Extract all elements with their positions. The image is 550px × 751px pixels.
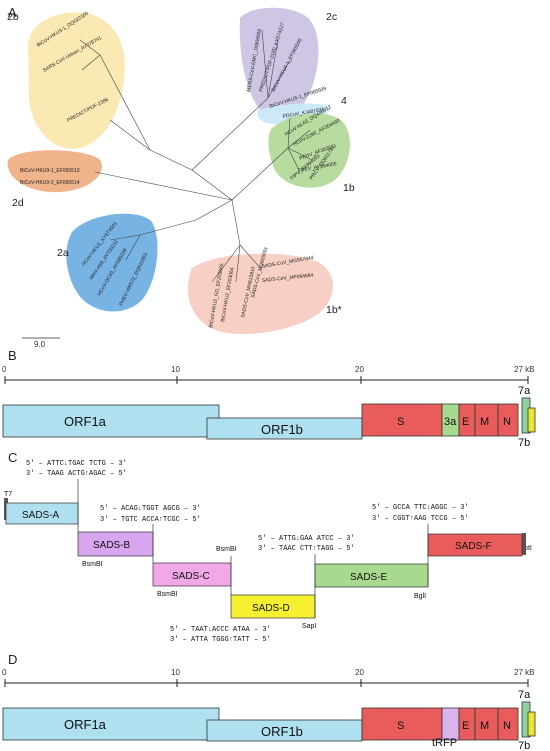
fragment-sads-e-label: SADS-E xyxy=(350,572,388,583)
gene-d-trfp xyxy=(441,707,460,741)
leaf-label: BtCoV-HKU9-1_EF065513 xyxy=(20,168,80,174)
junction-ef-top: 5′ – GCCA TTC↓AGGC – 3′ xyxy=(372,504,469,512)
t7-label: T7 xyxy=(4,491,12,498)
gene-d-trfp-label: tRFP xyxy=(432,737,457,749)
gene-d-e-label: E xyxy=(462,720,469,732)
clade-2c-shade xyxy=(239,7,319,119)
genome-d-axis xyxy=(4,679,529,687)
clade-4-shade xyxy=(257,103,331,125)
fragment-sads-b xyxy=(77,531,154,557)
leaf-label: BtCoV-HKU9-2_EF065514 xyxy=(20,180,80,186)
genome-d-tick-10: 10 xyxy=(171,668,180,677)
clade-2d-shade xyxy=(7,150,103,193)
leaf-label: SADS-CoV_MF094684 xyxy=(262,273,314,284)
gene-orf1a-label: ORF1a xyxy=(64,414,107,429)
gene-d-orf1a-label: ORF1a xyxy=(64,717,107,732)
gene-n xyxy=(497,403,519,437)
genome-b-tick-27: 27 kB xyxy=(514,365,534,374)
gene-d-orf1b-label: ORF1b xyxy=(261,724,303,739)
junction-ab-bottom: 3′ – TAAG ACTG↑AGAC – 5′ xyxy=(26,470,127,478)
genome-b-tick-20: 20 xyxy=(355,365,364,374)
fragment-sads-a-label: SADS-A xyxy=(22,510,60,521)
fragment-sads-c-label: SADS-C xyxy=(172,571,210,582)
junction-bc-bottom: 3′ – TGTC ACCA↑TCGC – 5′ xyxy=(100,516,201,524)
enzyme-bsmbi-b: BsmBI xyxy=(82,561,103,568)
gene-d-7b xyxy=(527,711,536,737)
gene-7a-label: 7a xyxy=(518,385,531,397)
clade-2a-shade xyxy=(66,213,158,312)
panel-a-label: A xyxy=(8,5,17,20)
fragment-sads-b-label: SADS-B xyxy=(93,540,131,551)
clade-1b-label: 1b xyxy=(343,182,355,194)
gene-orf1a xyxy=(2,404,220,438)
gene-e-label: E xyxy=(462,416,469,428)
clade-2c-label: 2c xyxy=(326,11,337,23)
clade-1bstar-label: 1b* xyxy=(326,304,342,316)
genome-b-tick-10: 10 xyxy=(171,365,180,374)
gene-s-label: S xyxy=(397,416,404,428)
fragment-sads-f-label: SADS-F xyxy=(455,541,492,552)
enzyme-bsmbi-c: BsmBI xyxy=(157,591,178,598)
genome-d-tick-27: 27 kB xyxy=(514,668,534,677)
fragment-sads-d-label: SADS-D xyxy=(252,603,290,614)
gene-orf1b-label: ORF1b xyxy=(261,422,303,437)
gene-d-7a-label: 7a xyxy=(518,689,531,701)
gene-7b xyxy=(527,407,536,433)
clade-1bstar-shade xyxy=(187,253,334,334)
gene-d-m-label: M xyxy=(480,720,489,732)
junction-de-bottom: 3′ – TAAC CTT↑TAGG – 5′ xyxy=(258,545,355,553)
gene-d-orf1a xyxy=(2,707,220,741)
enzyme-sapi: SapI xyxy=(302,623,316,630)
noti-marker xyxy=(522,533,526,555)
clade-2b-shade xyxy=(27,12,125,149)
clade-2a-label: 2a xyxy=(57,247,69,259)
gene-n-label: N xyxy=(503,416,511,428)
tree-branches xyxy=(79,29,313,283)
gene-d-n xyxy=(497,707,519,741)
junction-cd-bottom: 3′ – ATTA TGGG↑TATT – 5′ xyxy=(170,636,271,644)
gene-d-s-label: S xyxy=(397,720,404,732)
gene-d-n-label: N xyxy=(503,720,511,732)
genome-b-tick-0: 0 xyxy=(2,365,7,374)
junction-ef-bottom: 3′ – CGGT↑AAG TCCG – 5′ xyxy=(372,515,469,523)
enzyme-bgll: BglI xyxy=(414,593,426,600)
junction-lines xyxy=(77,479,429,618)
gene-d-s xyxy=(361,707,443,741)
gene-m-label: M xyxy=(480,416,489,428)
panel-d-label: D xyxy=(8,652,17,667)
junction-ab-top: 5′ – ATTC↓TGAC TCTG – 3′ xyxy=(26,460,127,468)
gene-3a-label: 3a xyxy=(444,416,457,428)
clade-4-label: 4 xyxy=(341,95,347,107)
panel-b-label: B xyxy=(8,348,17,363)
clade-2b-label: 2b xyxy=(7,11,19,23)
gene-7b-label: 7b xyxy=(518,437,530,449)
panel-c-label: C xyxy=(8,450,17,465)
scale-bar-label: 9.0 xyxy=(34,340,46,349)
junction-de-top: 5′ – ATTG↓GAA ATCC – 3′ xyxy=(258,535,355,543)
junction-bc-top: 5′ – ACAG↓TGGT AGCG – 3′ xyxy=(100,505,201,513)
genome-d-tick-20: 20 xyxy=(355,668,364,677)
clade-2d-label: 2d xyxy=(12,197,24,209)
gene-d-7b-label: 7b xyxy=(518,740,530,751)
genome-b-axis xyxy=(4,376,529,384)
genome-d-tick-0: 0 xyxy=(2,668,7,677)
enzyme-bsmbi-top: BsmBI xyxy=(216,546,237,553)
junction-cd-top: 5′ – TAAT↓ACCC ATAA – 3′ xyxy=(170,626,271,634)
